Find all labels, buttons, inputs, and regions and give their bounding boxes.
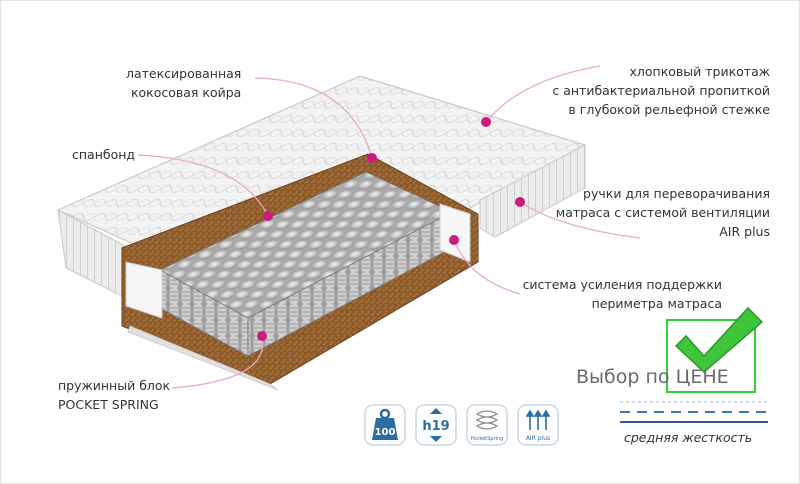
label-line: периметра матраса [591, 296, 722, 311]
leader-line-spunbond [137, 154, 269, 217]
leader-line-perimeter [453, 239, 521, 295]
pocket-spring-icon: PocketSpring [464, 402, 510, 448]
label-line: в глубокой рельефной стежке [568, 102, 770, 117]
label-line: латексированная [126, 66, 242, 81]
marker-dot [449, 235, 459, 245]
label-spring-block: пружинный блок POCKET SPRING [58, 376, 170, 414]
label-line: кокосовая койра [130, 85, 242, 100]
mattress-side-panel-right [479, 144, 586, 238]
height-icon: h19 [413, 402, 459, 448]
green-checkmark-icon [674, 306, 764, 374]
label-line: ручки для переворачивания [583, 186, 770, 201]
label-handles: ручки для переворачивания матраса с сист… [556, 184, 770, 241]
marker-dot [263, 211, 273, 221]
perimeter-foam-right [439, 203, 471, 263]
perimeter-foam-left [125, 261, 163, 319]
label-line: с антибактериальной пропиткой [552, 83, 770, 98]
leader-line-spring-block [171, 337, 264, 389]
pocket-spring-caption: PocketSpring [471, 436, 504, 442]
label-line: пружинный блок [58, 378, 171, 393]
leader-line-latex-coir [254, 77, 373, 159]
max-load-value: 100 [375, 427, 396, 438]
badge-frame [666, 319, 756, 393]
max-load-weight-icon: 100 [362, 402, 408, 448]
marker-dot [257, 331, 267, 341]
label-line: AIR plus [719, 224, 770, 239]
leader-lines [137, 65, 641, 389]
air-ventilation-icon: AIR plus [515, 402, 561, 448]
label-line: хлопковый трикотаж [629, 64, 770, 79]
label-line: система усиления поддержки [522, 277, 722, 292]
air-plus-caption: AIR plus [526, 435, 550, 442]
marker-dot [367, 153, 377, 163]
label-perimeter: система усиления поддержки периметра мат… [523, 275, 722, 313]
price-choice-badge-text: Выбор по ЦЕНЕ [576, 366, 729, 388]
marker-dot [515, 197, 525, 207]
mattress-bottom-edge [127, 325, 279, 391]
label-line: POCKET SPRING [58, 397, 159, 412]
leader-line-cotton-knit [485, 65, 601, 123]
label-line: матраса с системой вентиляции [555, 205, 770, 220]
label-spunbond: спанбонд [72, 145, 135, 164]
callout-markers [257, 117, 525, 341]
firmness-label: средняя жесткость [624, 430, 753, 445]
label-cotton-knit: хлопковый трикотаж с антибактериальной п… [552, 62, 770, 119]
label-line: спанбонд [72, 147, 136, 162]
height-value: h19 [422, 419, 449, 434]
marker-dot [481, 117, 491, 127]
leader-line-handles [519, 201, 641, 239]
firmness-scale [620, 401, 768, 423]
label-latex-coir: латексированная кокосовая койра [126, 64, 241, 102]
